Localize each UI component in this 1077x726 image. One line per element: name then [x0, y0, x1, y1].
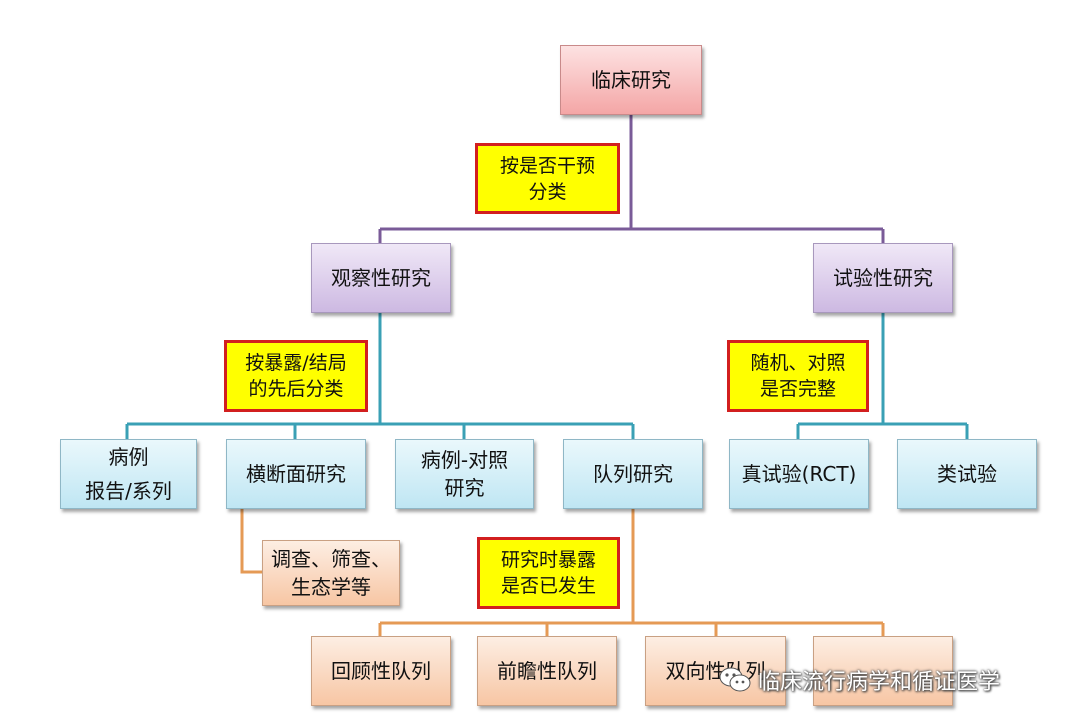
node-quasi-trial: 类试验	[897, 439, 1037, 509]
connector-survey-elbow	[240, 509, 262, 574]
node-extra-cohort	[813, 636, 953, 706]
label-by-intervention: 按是否干预 分类	[475, 143, 620, 214]
node-cohort-study: 队列研究	[563, 439, 703, 509]
node-experimental-study: 试验性研究	[813, 243, 953, 313]
node-case-report-series: 病例 报告/系列	[60, 439, 197, 509]
watermark-text: 临床流行病学和循证医学	[758, 670, 1001, 695]
node-case-control-study: 病例-对照 研究	[395, 439, 534, 509]
wechat-icon	[719, 667, 751, 692]
label-by-exposure-outcome-order: 按暴露/结局 的先后分类	[224, 340, 368, 412]
label-exposure-occurred: 研究时暴露 是否已发生	[477, 537, 620, 609]
node-survey-screening-ecological: 调查、筛查、 生态学等	[262, 540, 400, 606]
node-clinical-research: 临床研究	[560, 45, 702, 115]
node-retrospective-cohort: 回顾性队列	[311, 636, 451, 706]
node-observational-study: 观察性研究	[311, 243, 451, 313]
node-prospective-cohort: 前瞻性队列	[477, 636, 617, 706]
watermark: 临床流行病学和循证医学	[718, 660, 1000, 700]
node-ambispective-cohort: 双向性队列	[645, 636, 786, 706]
node-true-trial-rct: 真试验(RCT)	[729, 439, 869, 509]
node-cross-sectional-study: 横断面研究	[226, 439, 366, 509]
label-random-control-complete: 随机、对照 是否完整	[727, 340, 869, 412]
